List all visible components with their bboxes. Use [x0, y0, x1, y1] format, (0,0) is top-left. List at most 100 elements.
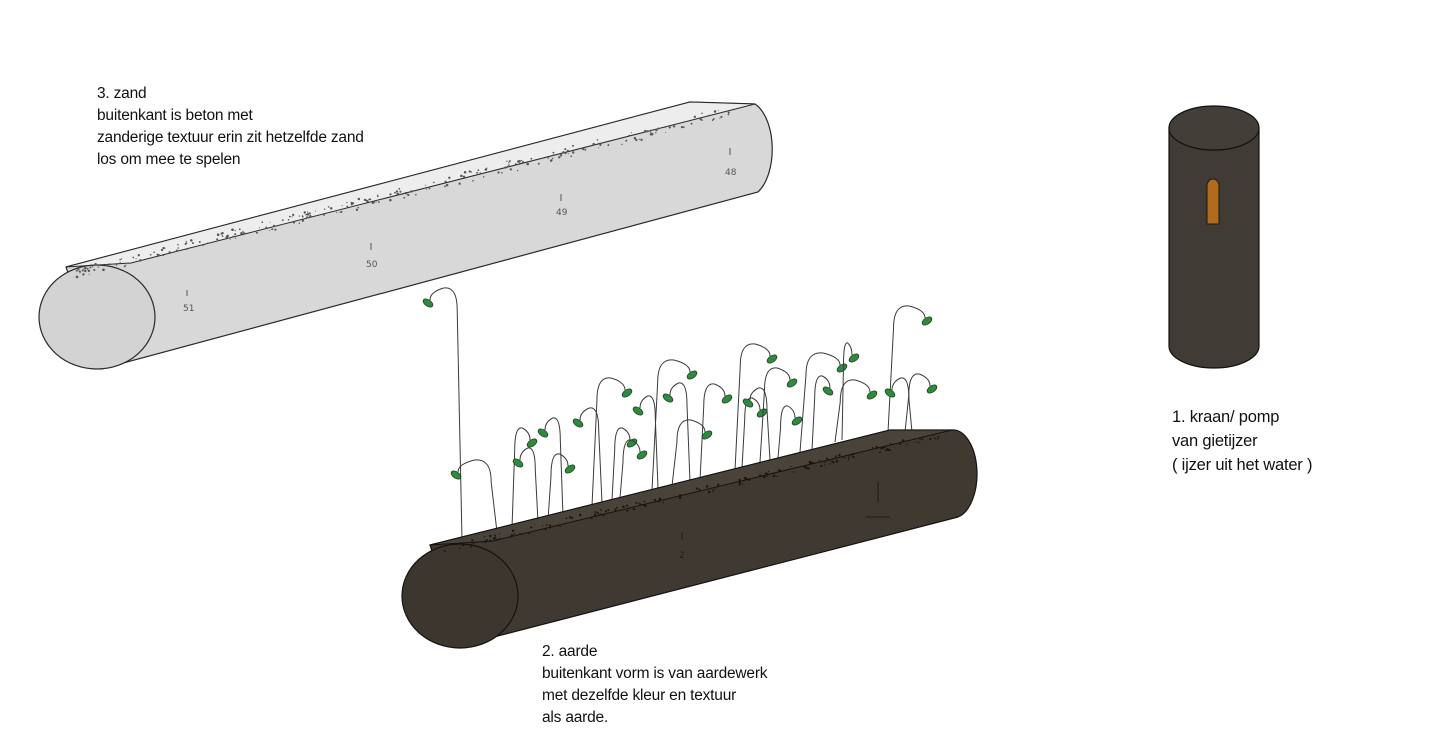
plant-leaf [884, 388, 896, 398]
sand-grain [484, 168, 488, 171]
sand-grain [292, 220, 296, 224]
sand-grain [377, 195, 379, 198]
soil-grain [824, 461, 826, 464]
plant-leaf [626, 438, 638, 448]
sand-grain [701, 112, 703, 114]
sand-grain [410, 190, 413, 193]
soil-grain [470, 541, 472, 544]
soil-grain [921, 438, 924, 441]
soil-grain [530, 526, 533, 529]
plant-stem [544, 417, 564, 517]
sand-grain [327, 206, 330, 208]
sand-grain [672, 125, 676, 128]
sand-grain [119, 261, 121, 264]
soil-grain [772, 474, 776, 478]
sand-grain [234, 237, 237, 239]
soil-grain [578, 513, 582, 517]
soil-grain [885, 448, 888, 452]
plant-stem [891, 377, 913, 433]
sand-grain [366, 200, 369, 203]
soil-grain [738, 481, 742, 484]
soil-grain [763, 476, 766, 479]
plant-leaf [632, 406, 644, 416]
sand-grain [94, 262, 97, 266]
sand-grain [482, 176, 485, 178]
sand-grain [479, 172, 482, 175]
sand-grain [185, 240, 187, 243]
soil-grain [766, 475, 768, 477]
pump-top [1168, 105, 1260, 151]
sand-grain [91, 266, 94, 268]
sand-grain [375, 201, 377, 203]
soil-grain [847, 456, 850, 459]
sand-grain [567, 153, 569, 155]
earth-tube: 2 [401, 287, 978, 649]
soil-grain [494, 536, 497, 540]
soil-grain [604, 510, 607, 513]
sand-grain [668, 126, 671, 129]
plant-leaf [866, 390, 878, 400]
sand-grain [597, 147, 600, 149]
sand-grain [123, 265, 126, 268]
sand-grain [460, 174, 463, 178]
soil-grain [498, 537, 501, 540]
plant-stem [841, 342, 853, 441]
soil-grain [871, 446, 874, 449]
sand-grain [184, 243, 187, 245]
plant-stem [429, 287, 463, 541]
soil-grain [600, 509, 602, 511]
plant-leaf [921, 316, 933, 326]
sand-grain [255, 231, 258, 234]
sand-grain [389, 193, 392, 196]
sand-grain [520, 159, 523, 162]
soil-grain [778, 468, 781, 472]
sand-grain [341, 205, 343, 207]
sand-grain [701, 119, 703, 121]
sand-grain [444, 185, 446, 188]
sand-grain [268, 229, 270, 231]
sand-grain [75, 269, 78, 272]
soil-grain [614, 508, 617, 511]
sand-grain [177, 247, 180, 249]
sand-grain [708, 114, 710, 117]
soil-grain [768, 473, 770, 475]
sand-grain [433, 181, 435, 184]
soil-grain [541, 524, 544, 527]
soil-grain [471, 538, 474, 541]
soil-grain [764, 472, 766, 474]
sand-grain [75, 275, 79, 279]
sand-grain [463, 170, 467, 174]
sand-grain [306, 213, 308, 215]
sand-grain [601, 142, 603, 144]
plant-leaf [721, 394, 733, 404]
soil-grain [792, 471, 795, 473]
plant-stem [457, 459, 498, 533]
sand-grain [309, 215, 312, 218]
plant-stem [519, 447, 539, 523]
sand-marker-48: 48 [725, 148, 737, 178]
sand-grain [690, 122, 693, 125]
sand-grain [369, 198, 372, 201]
plant-leaf [662, 393, 674, 403]
sand-grain [395, 190, 399, 193]
plant-leaf [526, 438, 538, 448]
soil-grain [877, 446, 880, 449]
sand-grain [649, 133, 652, 136]
plant-stem [699, 383, 726, 481]
soil-grain [759, 474, 762, 477]
soil-grain [549, 524, 552, 527]
soil-grain [929, 437, 932, 441]
soil-grain [918, 442, 921, 444]
sand-grain [665, 131, 667, 134]
soil-grain [544, 528, 547, 531]
sand-grain [220, 232, 223, 235]
earth-tube-soil-top [429, 429, 953, 546]
plant-leaf [686, 370, 698, 380]
soil-texture [443, 434, 940, 552]
soil-grain [470, 545, 473, 548]
sand-grain [572, 144, 574, 147]
soil-grain [882, 446, 885, 449]
sand-grain [86, 267, 89, 270]
sand-grain [506, 160, 508, 162]
soil-grain [548, 527, 551, 529]
